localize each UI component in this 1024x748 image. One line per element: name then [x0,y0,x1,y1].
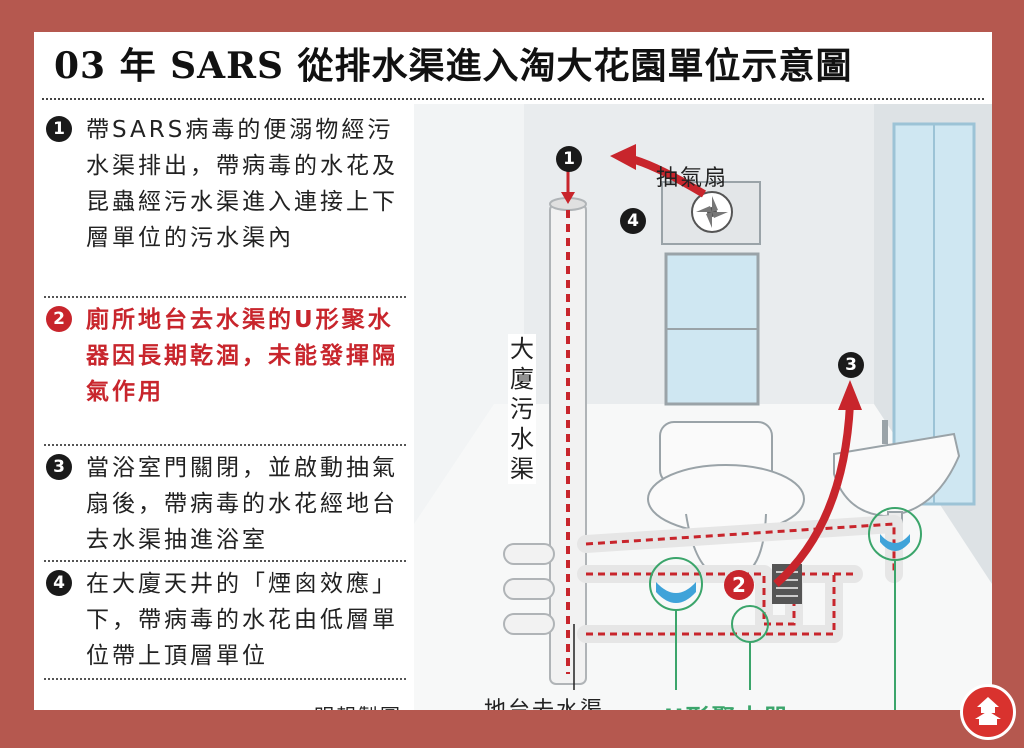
marker-2: 2 [724,570,754,600]
bathroom-diagram: 1 2 3 4 抽氣扇 大 廈 污 水 渠 地台去水渠 U形聚水器 [414,104,992,710]
upflow-arrow-shaft [773,403,854,587]
step-4-number: 4 [46,570,72,596]
trap-water [880,534,910,551]
marker-1: 1 [556,146,582,172]
step-divider [44,678,406,680]
sink-faucet [882,420,888,444]
title-divider [42,98,984,100]
step-1-text: 帶SARS病毒的便溺物經污水渠排出，帶病毒的水花及昆蟲經污水渠進入連接上下層單位… [86,117,398,251]
trap-water [656,582,696,603]
building-sewer-label: 大 廈 污 水 渠 [508,334,536,484]
publisher-logo [960,684,1016,740]
floor-drain-label: 地台去水渠 [484,692,604,710]
page-title: 03 年 SARS 從排水渠進入淘大花園單位示意圖 [54,45,853,87]
credit-text: 明報製圖 [314,700,402,710]
leader-line [894,560,896,710]
step-1: 1 帶SARS病毒的便溺物經污水渠排出，帶病毒的水花及昆蟲經污水渠進入連接上下層… [46,112,406,292]
fan-blades [696,196,728,228]
side-pipe [503,578,555,600]
step-3-number: 3 [46,454,72,480]
pagoda-icon [975,697,1001,725]
step-divider [44,296,406,298]
step-2-text: 廁所地台去水渠的U形聚水器因長期乾涸，未能發揮隔氣作用 [86,307,398,405]
step-4-text: 在大廈天井的「煙囪效應」下，帶病毒的水花由低層單位帶上頂層單位 [86,571,398,669]
step-1-number: 1 [46,116,72,142]
marker-4: 4 [620,208,646,234]
upflow-arrow-head [838,380,862,410]
side-pipe [503,613,555,635]
infographic-card: 03 年 SARS 從排水渠進入淘大花園單位示意圖 1 帶SARS病毒的便溺物經… [34,32,992,710]
building-sewer-pipe [549,203,587,685]
step-3-text: 當浴室門關閉，並啟動抽氣扇後，帶病毒的水花經地台去水渠抽進浴室 [86,455,398,553]
step-divider [44,444,406,446]
step-2-number: 2 [46,306,72,332]
step-divider [44,560,406,562]
step-2: 2 廁所地台去水渠的U形聚水器因長期乾涸，未能發揮隔氣作用 [46,302,406,414]
marker-3: 3 [838,352,864,378]
steps-panel: 1 帶SARS病毒的便溺物經污水渠排出，帶病毒的水花及昆蟲經污水渠進入連接上下層… [34,104,414,710]
diagram-illustration [414,104,992,710]
u-trap-label: U形聚水器 [664,698,790,710]
side-pipe [503,543,555,565]
entry-arrow-head [561,192,575,204]
step-4: 4 在大廈天井的「煙囪效應」下，帶病毒的水花由低層單位帶上頂層單位 [46,566,406,676]
exhaust-fan-label: 抽氣扇 [656,166,729,191]
step-3: 3 當浴室門關閉，並啟動抽氣扇後，帶病毒的水花經地台去水渠抽進浴室 [46,450,406,560]
exhaust-arrow-head [610,144,636,170]
